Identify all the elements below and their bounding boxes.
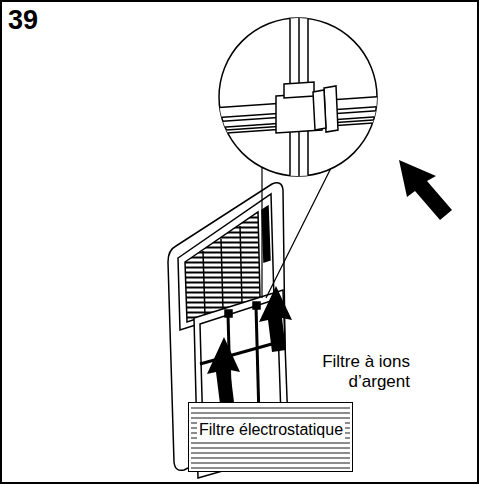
part-label: Filtre électrostatique bbox=[197, 421, 345, 439]
push-arrow bbox=[207, 337, 240, 404]
part-label: Filtre à ions d’argent bbox=[292, 352, 410, 393]
leader-line bbox=[261, 167, 262, 298]
detail-magnifier bbox=[210, 10, 390, 190]
figure-number: 39 bbox=[8, 4, 38, 36]
electrostatic-filter: Filtre électrostatique bbox=[188, 402, 353, 472]
push-arrow bbox=[399, 160, 452, 220]
leader-line bbox=[266, 168, 331, 298]
push-arrow bbox=[259, 286, 292, 352]
